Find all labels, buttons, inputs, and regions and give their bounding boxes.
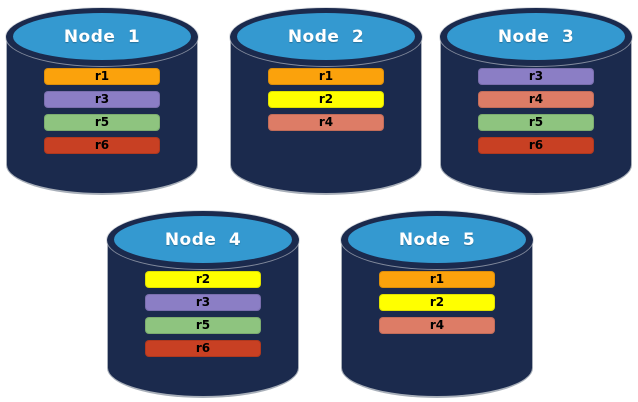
node-title: Node 4 [164,229,242,250]
replica-bar: r4 [268,114,384,131]
cylinder-top-face: Node 2 [237,13,415,60]
replica-bar: r1 [44,68,160,85]
replica-bar: r5 [145,317,261,334]
replica-bar: r6 [44,137,160,154]
replica-bar: r4 [379,317,495,334]
replica-bar: r5 [44,114,160,131]
replica-list: r3 r4 r5 r6 [440,68,632,154]
db-cylinder-node-4: Node 4 r2 r3 r5 r6 [107,208,299,400]
cylinder-top-face: Node 5 [348,216,526,263]
node-title: Node 1 [63,26,141,47]
replica-list: r1 r3 r5 r6 [6,68,198,154]
replica-list: r1 r2 r4 [341,271,533,334]
replica-bar: r2 [268,91,384,108]
replica-bar: r6 [478,137,594,154]
replica-bar: r1 [379,271,495,288]
cylinder-top-face: Node 4 [114,216,292,263]
node-title: Node 5 [398,229,476,250]
cylinder-top-face: Node 1 [13,13,191,60]
cylinder-top-face: Node 3 [447,13,625,60]
replica-bar: r1 [268,68,384,85]
replica-bar: r3 [478,68,594,85]
replica-list: r2 r3 r5 r6 [107,271,299,357]
db-cylinder-node-5: Node 5 r1 r2 r4 [341,208,533,400]
db-cylinder-node-3: Node 3 r3 r4 r5 r6 [440,5,632,197]
db-cylinder-node-2: Node 2 r1 r2 r4 [230,5,422,197]
replica-bar: r3 [44,91,160,108]
replica-bar: r3 [145,294,261,311]
replica-bar: r4 [478,91,594,108]
node-title: Node 2 [287,26,365,47]
replica-bar: r2 [379,294,495,311]
replica-bar: r2 [145,271,261,288]
replica-list: r1 r2 r4 [230,68,422,131]
db-cylinder-node-1: Node 1 r1 r3 r5 r6 [6,5,198,197]
replica-bar: r5 [478,114,594,131]
replica-bar: r6 [145,340,261,357]
node-title: Node 3 [497,26,575,47]
